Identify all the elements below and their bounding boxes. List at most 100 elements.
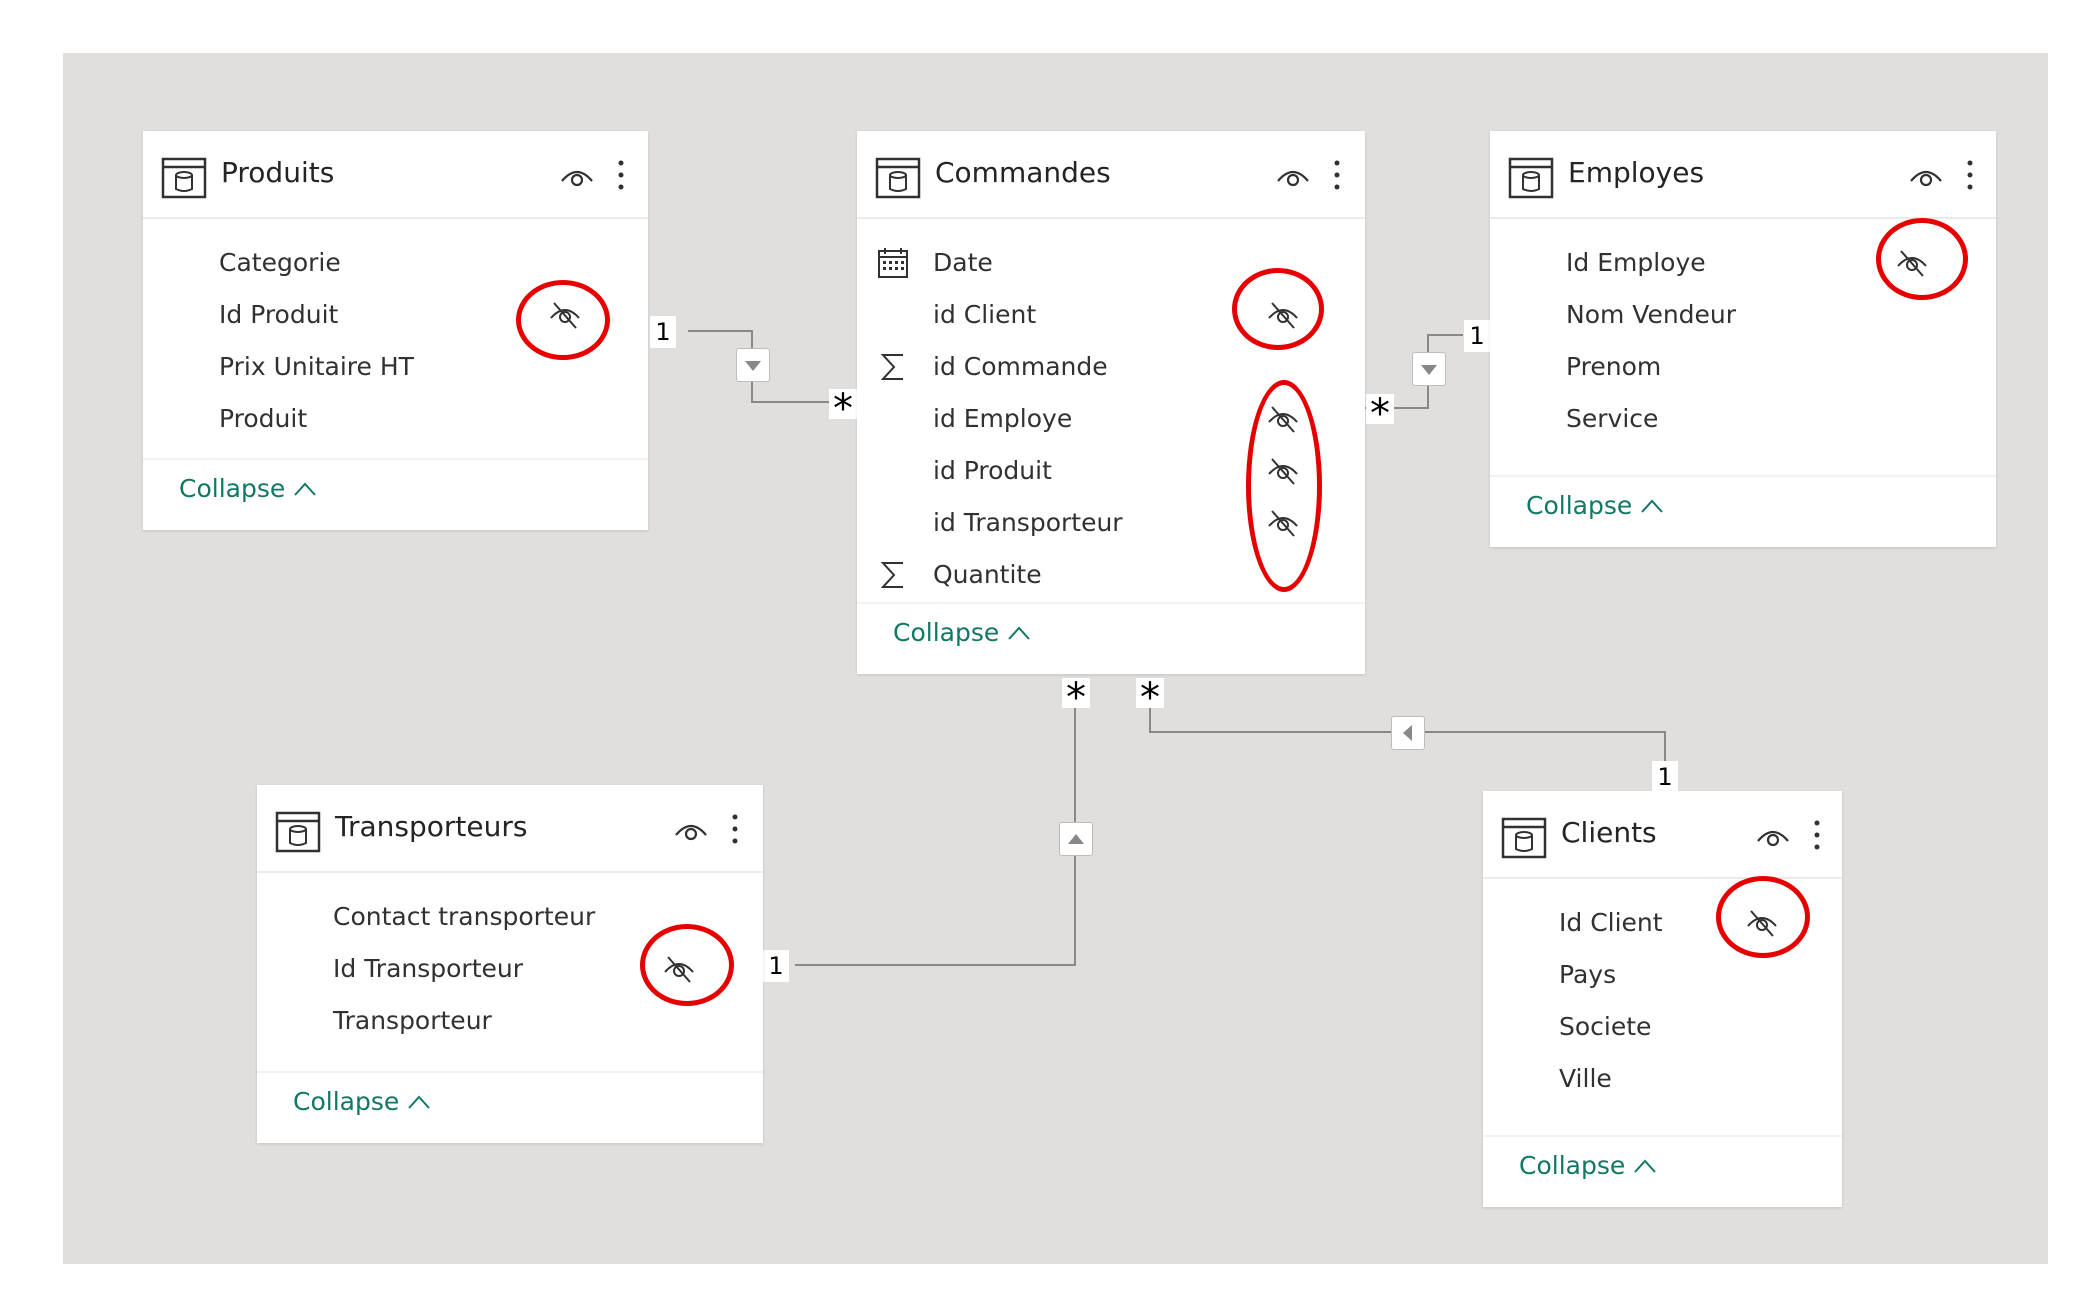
collapse-label: Collapse bbox=[179, 474, 286, 503]
field-label: id Produit bbox=[933, 456, 1052, 485]
field-row[interactable]: Ville bbox=[1483, 1053, 1842, 1105]
field-label: id Employe bbox=[933, 404, 1073, 433]
field-row[interactable]: Pays bbox=[1483, 949, 1842, 1001]
more-options-icon[interactable] bbox=[1964, 155, 1976, 195]
table-icon bbox=[1501, 817, 1547, 859]
filter-direction-up-icon[interactable] bbox=[1059, 822, 1093, 856]
collapse-label: Collapse bbox=[893, 618, 1000, 647]
chevron-up-icon bbox=[1641, 499, 1663, 513]
table-title: Clients bbox=[1561, 816, 1657, 849]
field-row[interactable]: Prenom bbox=[1490, 341, 1996, 393]
table-title: Employes bbox=[1568, 156, 1705, 189]
collapse-button[interactable]: Collapse bbox=[893, 618, 1031, 647]
cardinality-many-label: * bbox=[829, 389, 857, 419]
field-label: Produit bbox=[219, 404, 308, 433]
field-label: Contact transporteur bbox=[333, 902, 596, 931]
table-card-transporteurs[interactable]: Transporteurs Contact transporteur Id Tr… bbox=[257, 785, 763, 1143]
eye-icon[interactable] bbox=[1908, 159, 1944, 195]
table-header[interactable]: Transporteurs bbox=[257, 785, 763, 873]
table-title: Commandes bbox=[935, 156, 1111, 189]
card-footer: Collapse bbox=[257, 1071, 763, 1145]
chevron-up-icon bbox=[1008, 626, 1030, 640]
field-row[interactable]: id Commande bbox=[857, 341, 1365, 393]
field-row[interactable]: Transporteur bbox=[257, 995, 763, 1047]
table-icon bbox=[161, 157, 207, 199]
filter-direction-down-icon[interactable] bbox=[1412, 352, 1446, 386]
field-row[interactable]: Produit bbox=[143, 393, 648, 445]
cardinality-one-label: 1 bbox=[763, 950, 789, 982]
table-header[interactable]: Commandes bbox=[857, 131, 1365, 219]
table-header[interactable]: Clients bbox=[1483, 791, 1842, 879]
field-label: Id Client bbox=[1559, 908, 1663, 937]
table-title: Transporteurs bbox=[335, 810, 528, 843]
cardinality-one-label: 1 bbox=[650, 316, 676, 348]
field-row[interactable]: Contact transporteur bbox=[257, 891, 763, 943]
table-header[interactable]: Employes bbox=[1490, 131, 1996, 219]
field-label: Pays bbox=[1559, 960, 1617, 989]
eye-icon[interactable] bbox=[1755, 819, 1791, 855]
table-title: Produits bbox=[221, 156, 335, 189]
more-options-icon[interactable] bbox=[615, 155, 627, 195]
field-row[interactable]: Nom Vendeur bbox=[1490, 289, 1996, 341]
calendar-icon bbox=[878, 248, 908, 278]
table-card-clients[interactable]: Clients Id Client Pays Societe Ville Col… bbox=[1483, 791, 1842, 1207]
collapse-button[interactable]: Collapse bbox=[293, 1087, 431, 1116]
filter-direction-down-icon[interactable] bbox=[736, 348, 770, 382]
field-row[interactable]: Prix Unitaire HT bbox=[143, 341, 648, 393]
field-row[interactable]: Id Produit bbox=[143, 289, 648, 341]
collapse-button[interactable]: Collapse bbox=[179, 474, 317, 503]
collapse-button[interactable]: Collapse bbox=[1519, 1151, 1657, 1180]
field-label: Quantite bbox=[933, 560, 1042, 589]
field-row[interactable]: Date bbox=[857, 237, 1365, 289]
field-label: Id Employe bbox=[1566, 248, 1706, 277]
field-label: Date bbox=[933, 248, 993, 277]
highlight-circle bbox=[640, 924, 734, 1006]
field-row[interactable]: Quantite bbox=[857, 549, 1365, 601]
table-icon bbox=[1508, 157, 1554, 199]
card-footer: Collapse bbox=[857, 602, 1365, 676]
field-row[interactable]: Societe bbox=[1483, 1001, 1842, 1053]
field-row[interactable]: id Transporteur bbox=[857, 497, 1365, 549]
field-label: Id Transporteur bbox=[333, 954, 524, 983]
collapse-label: Collapse bbox=[293, 1087, 400, 1116]
field-label: Id Produit bbox=[219, 300, 339, 329]
chevron-up-icon bbox=[294, 482, 316, 496]
highlight-circle bbox=[1232, 268, 1324, 350]
field-label: Nom Vendeur bbox=[1566, 300, 1737, 329]
cardinality-many-label: * bbox=[1366, 394, 1394, 424]
field-label: Service bbox=[1566, 404, 1659, 433]
field-row[interactable]: Service bbox=[1490, 393, 1996, 445]
highlight-circle bbox=[1716, 876, 1810, 958]
more-options-icon[interactable] bbox=[1331, 155, 1343, 195]
relationship-transporteurs-commandes[interactable] bbox=[795, 707, 1076, 966]
table-card-employes[interactable]: Employes Id Employe Nom Vendeur Prenom S… bbox=[1490, 131, 1996, 547]
chevron-up-icon bbox=[1634, 1159, 1656, 1173]
sigma-icon bbox=[880, 354, 903, 380]
cardinality-one-label: 1 bbox=[1652, 761, 1678, 793]
highlight-circle bbox=[1246, 380, 1322, 592]
filter-direction-left-icon[interactable] bbox=[1391, 716, 1425, 750]
highlight-circle bbox=[1876, 218, 1968, 300]
highlight-circle bbox=[516, 280, 610, 360]
field-label: Transporteur bbox=[333, 1006, 492, 1035]
eye-icon[interactable] bbox=[673, 813, 709, 849]
eye-icon[interactable] bbox=[1275, 159, 1311, 195]
field-label: id Commande bbox=[933, 352, 1108, 381]
field-row[interactable]: Categorie bbox=[143, 237, 648, 289]
field-label: Societe bbox=[1559, 1012, 1652, 1041]
field-label: Ville bbox=[1559, 1064, 1612, 1093]
card-footer: Collapse bbox=[1483, 1135, 1842, 1209]
cardinality-many-label: * bbox=[1136, 678, 1164, 708]
sigma-icon bbox=[880, 562, 903, 588]
more-options-icon[interactable] bbox=[1811, 815, 1823, 855]
eye-icon[interactable] bbox=[559, 159, 595, 195]
cardinality-one-label: 1 bbox=[1464, 320, 1490, 352]
more-options-icon[interactable] bbox=[729, 809, 741, 849]
collapse-label: Collapse bbox=[1526, 491, 1633, 520]
cardinality-many-label: * bbox=[1062, 678, 1090, 708]
field-label: id Client bbox=[933, 300, 1037, 329]
field-label: Prix Unitaire HT bbox=[219, 352, 414, 381]
table-header[interactable]: Produits bbox=[143, 131, 648, 219]
collapse-button[interactable]: Collapse bbox=[1526, 491, 1664, 520]
field-label: Categorie bbox=[219, 248, 341, 277]
